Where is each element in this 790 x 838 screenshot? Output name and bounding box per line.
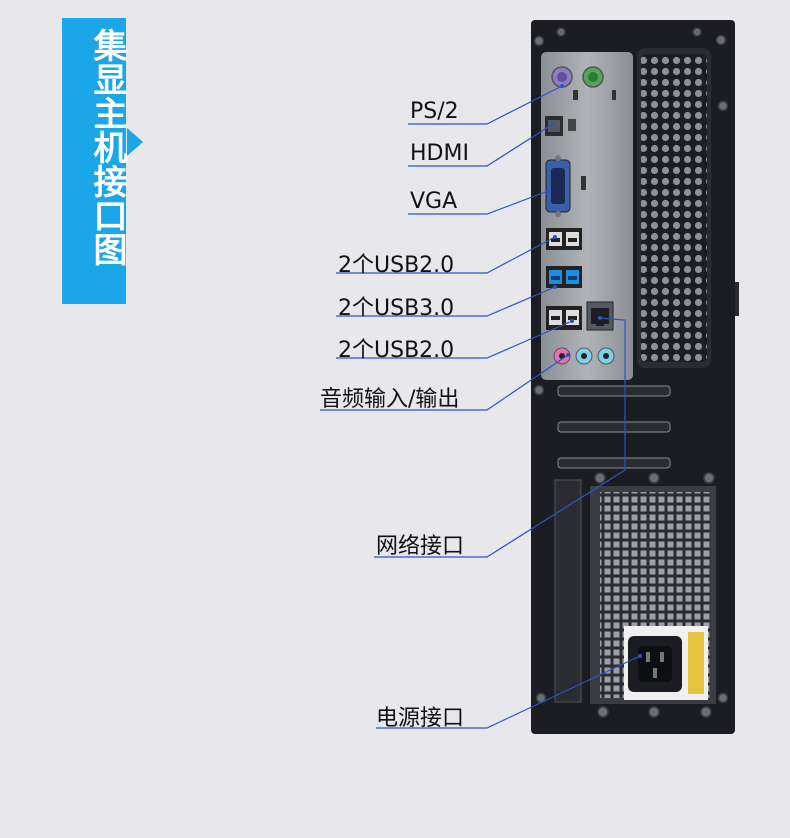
vga-port: [545, 155, 586, 217]
banner-title: 集显主机接口图: [87, 28, 127, 266]
title-banner: 集显主机接口图: [62, 18, 127, 304]
leader-ps2: [408, 85, 563, 125]
leader-power: [376, 655, 641, 729]
expansion-slots: [557, 385, 671, 469]
leader-hdmi: [408, 123, 554, 167]
ps2-ports: [551, 66, 616, 100]
label-network: 网络接口: [376, 534, 465, 559]
io-panel: [541, 52, 633, 380]
audio-jacks: [553, 347, 615, 365]
label-vga: VGA: [410, 189, 458, 214]
label-audio: 音频输入/输出: [320, 387, 460, 412]
label-hdmi: HDMI: [410, 141, 469, 166]
label-power: 电源接口: [376, 706, 465, 731]
usb20-bottom-ports: [546, 306, 582, 330]
banner-arrow-icon: [127, 128, 143, 156]
vent-grille: [641, 54, 707, 362]
label-usb20-top: 2个USB2.0: [338, 253, 455, 278]
leader-vga: [408, 190, 549, 215]
leader-usb20-top: [336, 236, 556, 274]
usb20-top-ports: [546, 228, 582, 250]
leader-network: [374, 317, 626, 558]
label-usb30: 2个USB3.0: [338, 296, 455, 321]
label-usb20-bottom: 2个USB2.0: [338, 338, 455, 363]
leader-audio: [320, 354, 569, 411]
usb30-ports: [546, 266, 582, 288]
label-ps2: PS/2: [410, 99, 459, 124]
hdmi-port: [545, 116, 576, 136]
leader-usb20-bottom: [336, 320, 573, 359]
leader-usb30: [336, 286, 556, 317]
